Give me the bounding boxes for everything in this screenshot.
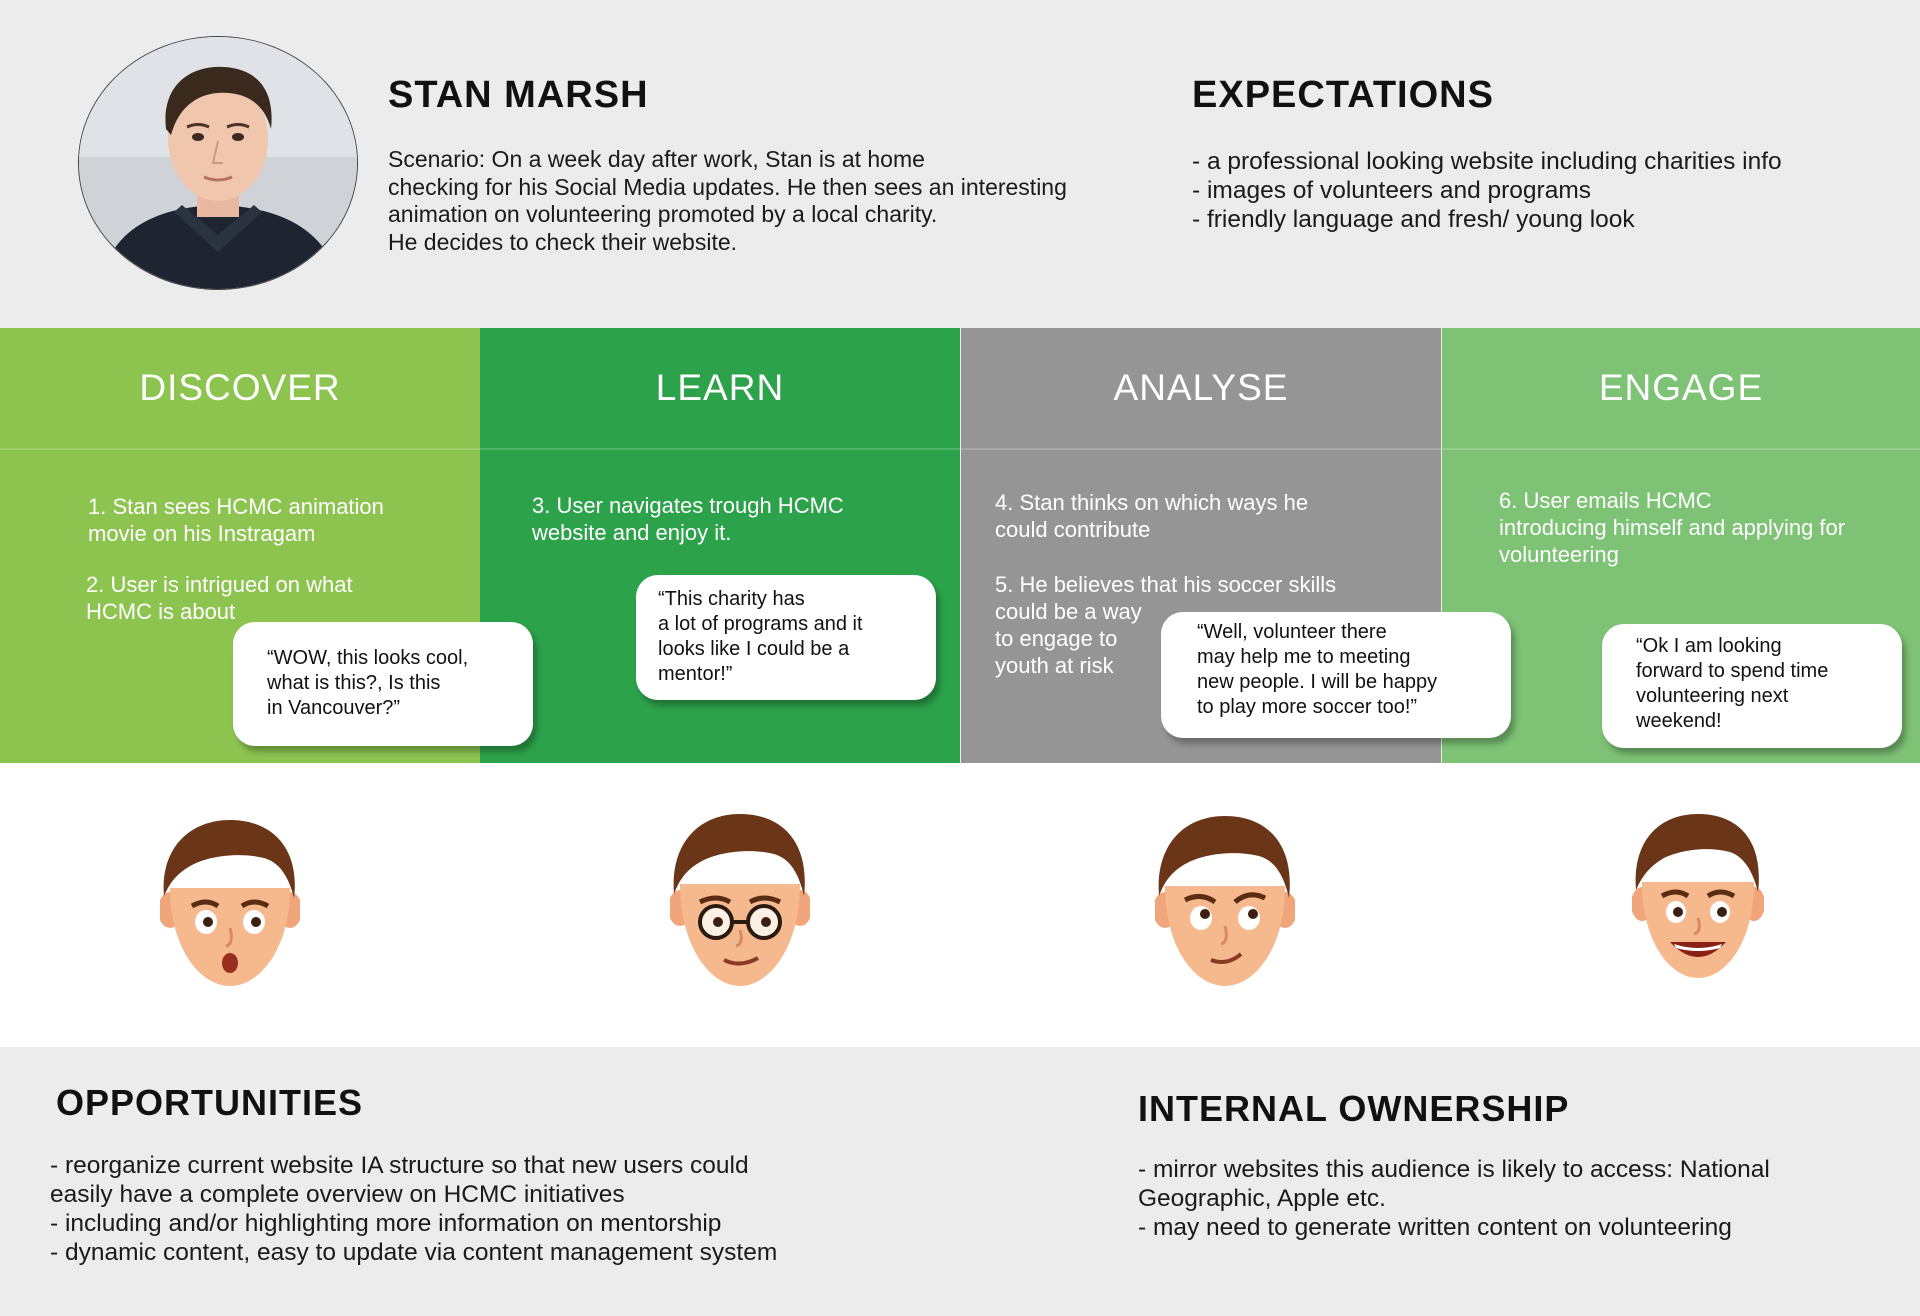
stage-steps: 3. User navigates trough HCMC website an… [532,492,844,574]
quote-line: “Well, volunteer there [1197,621,1387,643]
ownership-title: INTERNAL OWNERSHIP [1138,1088,1570,1129]
expressions-band [0,763,1920,1047]
step-line: could be a way [995,599,1142,624]
step-line: 4. Stan thinks on which ways he [995,490,1309,515]
surprised-face-icon [160,820,300,986]
persona-scenario: Scenario: On a week day after work, Stan… [388,146,1108,256]
glasses-face-icon [670,814,810,986]
step-line: volunteering [1499,542,1619,567]
quote-line: mentor!” [658,663,733,685]
stage-title: ANALYSE [961,328,1441,450]
quote-line: “Ok I am looking [1636,635,1782,657]
ownership-item: - may need to generate written content o… [1138,1214,1732,1241]
step-line: 5. He believes that his soccer skills [995,572,1337,597]
quote-line: forward to spend time [1636,660,1829,682]
opportunities-list: - reorganize current website IA structur… [50,1151,777,1267]
persona-name: STAN MARSH [388,74,649,116]
step-line: could contribute [995,517,1151,542]
expectation-item: - friendly language and fresh/ young loo… [1192,206,1635,233]
step-line: 2. User is intrigued on what [86,572,353,597]
ownership-item: Geographic, Apple etc. [1138,1185,1386,1212]
opportunity-item: - dynamic content, easy to update via co… [50,1239,778,1266]
scenario-line: animation on volunteering promoted by a … [388,201,938,227]
quote-line: may help me to meeting [1197,646,1411,668]
scenario-line: Scenario: On a week day after work, Stan… [388,146,925,172]
speech-bubble-discover: “WOW, this looks cool, what is this?, Is… [233,622,533,746]
quote-line: in Vancouver?” [267,697,401,719]
opportunity-item: easily have a complete overview on HCMC … [50,1181,625,1208]
thinking-face-icon [1155,816,1295,986]
quote-line: “This charity has [658,588,805,610]
opportunities-title: OPPORTUNITIES [56,1082,364,1123]
expectation-item: - a professional looking website includi… [1192,148,1782,175]
stage-title: DISCOVER [0,328,480,450]
scenario-line: He decides to check their website. [388,228,738,255]
step-line: to engage to [995,626,1118,651]
stage-steps: 4. Stan thinks on which ways he could co… [995,489,1336,707]
step-line: website and enjoy it. [532,520,732,545]
happy-face-icon [1632,814,1764,978]
scenario-line: checking for his Social Media updates. H… [388,173,1067,200]
quote-line: new people. I will be happy [1197,671,1438,693]
quote-line: weekend! [1636,710,1722,732]
expectation-item: - images of volunteers and programs [1192,177,1591,204]
step-line: 6. User emails HCMC [1499,488,1712,513]
step-line: 1. Stan sees HCMC animation [88,494,384,519]
persona-photo [78,36,358,290]
stage-title: LEARN [480,328,960,450]
quote-line: to play more soccer too!” [1197,696,1418,718]
speech-bubble-analyse: “Well, volunteer there may help me to me… [1161,612,1511,738]
opportunity-item: - reorganize current website IA structur… [50,1152,749,1179]
stage-steps: 6. User emails HCMC introducing himself … [1499,487,1845,596]
step-line: youth at risk [995,653,1114,678]
ownership-item: - mirror websites this audience is likel… [1138,1156,1770,1183]
step-line: HCMC is about [86,599,236,624]
stage-steps: 1. Stan sees HCMC animation movie on his… [86,493,384,653]
step-line: 3. User navigates trough HCMC [532,493,844,518]
speech-bubble-learn: “This charity has a lot of programs and … [636,575,936,700]
person-photo-icon [79,37,357,289]
quote-line: volunteering next [1636,685,1789,707]
opportunity-item: - including and/or highlighting more inf… [50,1210,722,1237]
speech-bubble-engage: “Ok I am looking forward to spend time v… [1602,624,1902,748]
bottom-section [0,1047,1920,1316]
expectations-list: - a professional looking website includi… [1192,147,1782,234]
quote-line: looks like I could be a [658,638,850,660]
quote-line: what is this?, Is this [267,672,441,694]
step-line: introducing himself and applying for [1499,515,1846,540]
quote-line: a lot of programs and it [658,613,863,635]
expectations-title: EXPECTATIONS [1192,74,1494,116]
step-line: movie on his Instragam [88,521,316,546]
stage-title: ENGAGE [1442,328,1920,450]
ownership-list: - mirror websites this audience is likel… [1138,1155,1770,1242]
quote-line: “WOW, this looks cool, [267,647,469,669]
